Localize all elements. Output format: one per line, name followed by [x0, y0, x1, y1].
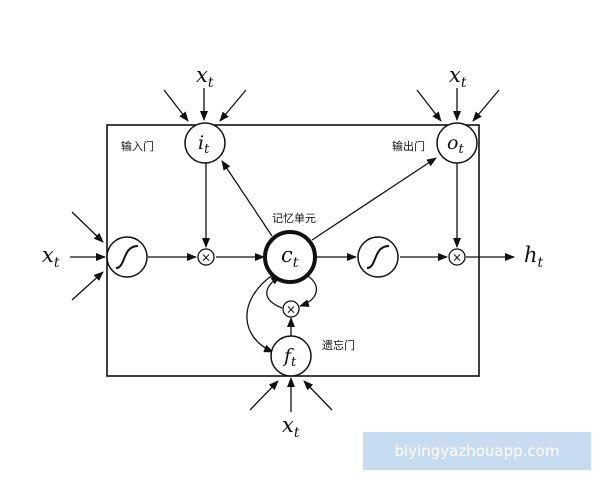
- sigmoid-icon: [115, 245, 139, 269]
- output-h-label: ht: [524, 243, 544, 271]
- input-gate-x-label: xt: [196, 63, 214, 91]
- svg-text:ot: ot: [447, 132, 464, 157]
- block-input-external-arrows: [70, 211, 106, 301]
- output-gate-node: ot: [436, 122, 478, 164]
- svg-text:ct: ct: [281, 243, 299, 271]
- forget-gate-label: 遗忘门: [322, 338, 355, 352]
- input-gate-node: it: [184, 122, 226, 164]
- output-gate-external-arrows: [416, 88, 500, 122]
- memory-cell-label: 记忆单元: [272, 212, 316, 225]
- memory-cell-node: ct: [263, 230, 317, 284]
- sigmoid-icon: [366, 245, 390, 269]
- internal-arrows: [148, 157, 515, 353]
- forget-multiply-node: ×: [282, 300, 300, 318]
- multiply-icon: ×: [286, 303, 296, 317]
- output-squash-node: [357, 236, 399, 278]
- block-input-x-label: xt: [42, 243, 60, 271]
- input-gate-external-arrows: [163, 88, 247, 122]
- input-gate-label: 输入门: [121, 139, 154, 153]
- input-squash-node: [106, 236, 148, 278]
- watermark: biyingyazhouapp.com: [363, 432, 591, 470]
- forget-gate-external-arrows: [249, 377, 333, 412]
- input-multiply-node: ×: [197, 248, 215, 266]
- output-multiply-node: ×: [448, 248, 466, 266]
- forget-gate-x-label: xt: [282, 413, 300, 441]
- multiply-icon: ×: [201, 251, 211, 265]
- multiply-icon: ×: [452, 251, 462, 265]
- output-gate-x-label: xt: [449, 63, 467, 91]
- svg-text:it: it: [198, 132, 210, 157]
- svg-text:ft: ft: [282, 345, 297, 370]
- forget-gate-node: ft: [270, 335, 312, 377]
- output-gate-label: 输出门: [392, 139, 425, 153]
